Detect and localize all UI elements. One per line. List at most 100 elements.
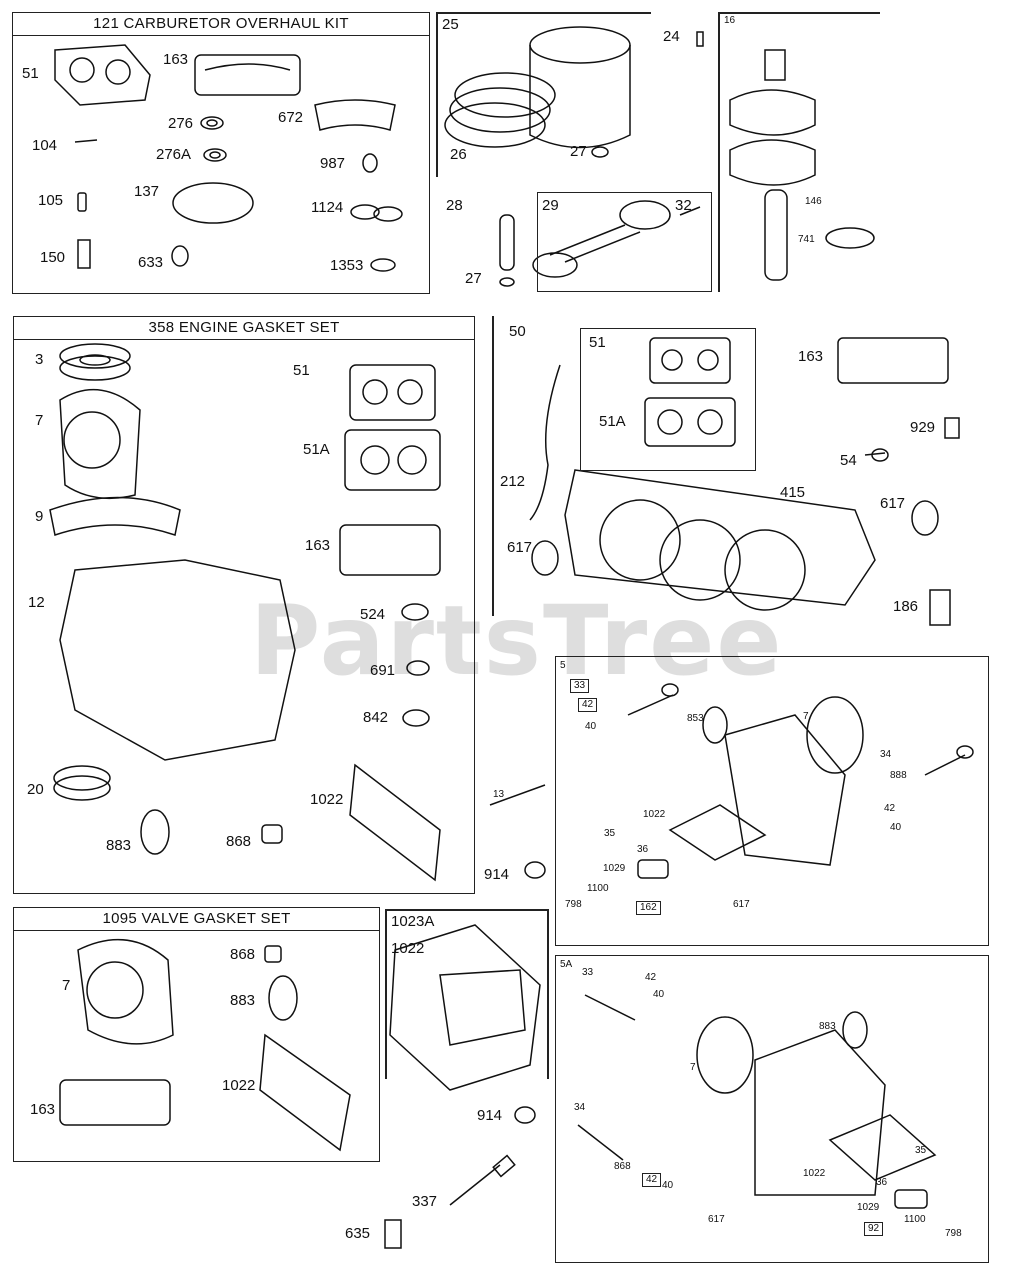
- callout-42-5a-box: 42: [642, 1173, 662, 1187]
- clip-27: [591, 146, 609, 158]
- manifold-gasket-box: [580, 328, 756, 471]
- callout-163-valve: 163: [30, 1101, 56, 1118]
- callout-868-valve: 868: [230, 946, 256, 963]
- callout-40-5a-box: 40: [662, 1180, 674, 1191]
- callout-617-left: 617: [507, 539, 533, 556]
- manifold-gasket-163: [837, 337, 949, 384]
- valve-part-868: [264, 945, 282, 963]
- callout-146: 146: [805, 196, 822, 207]
- callout-20: 20: [27, 781, 44, 798]
- head5-box: [555, 656, 989, 946]
- callout-42b: 42: [884, 803, 896, 814]
- callout-32: 32: [675, 197, 692, 214]
- seal-20: [53, 765, 111, 801]
- callout-883-engine: 883: [106, 837, 132, 854]
- callout-36-5a: 36: [876, 1177, 888, 1188]
- crank-frame-left: [718, 12, 720, 292]
- callout-798: 798: [565, 899, 582, 910]
- part-929: [944, 417, 960, 439]
- valve-cover-gasket-1022: [259, 1033, 351, 1152]
- callout-162: 162: [636, 901, 661, 915]
- intake-gasket-51a: [344, 429, 441, 491]
- oring-137: [172, 182, 254, 224]
- callout-888: 888: [890, 770, 907, 781]
- part-987: [362, 153, 378, 173]
- callout-36: 36: [637, 844, 649, 855]
- engine-gasket-set-box: 358 ENGINE GASKET SET: [13, 316, 475, 894]
- callout-7-5a: 7: [690, 1062, 696, 1073]
- callout-24: 24: [663, 28, 680, 45]
- callout-868-engine: 868: [226, 833, 252, 850]
- valve-33b: [584, 994, 636, 1021]
- wrist-pin-28: [499, 214, 515, 287]
- callout-28: 28: [446, 197, 463, 214]
- callout-33: 33: [570, 679, 590, 693]
- callout-691: 691: [370, 662, 396, 679]
- callout-883-5a: 883: [819, 1021, 836, 1032]
- part-635: [384, 1219, 402, 1249]
- callout-40-5a: 40: [653, 989, 665, 1000]
- oring-524: [401, 603, 429, 621]
- callout-51-engine: 51: [293, 362, 310, 379]
- part-1124: [350, 204, 403, 222]
- piston-frame-left: [436, 12, 438, 177]
- callout-1029-5a: 1029: [857, 1202, 880, 1213]
- cover-gasket-1022: [349, 763, 441, 882]
- intake-gasket-51: [349, 364, 436, 421]
- callout-1022-head5: 1022: [643, 809, 666, 820]
- valve-gasket-set-box: 1095 VALVE GASKET SET: [13, 907, 380, 1162]
- callout-1023a: 1023A: [391, 913, 435, 930]
- callout-42-5a: 42: [645, 972, 657, 983]
- callout-1029: 1029: [603, 863, 626, 874]
- callout-1022-valve: 1022: [222, 1077, 256, 1094]
- callout-137: 137: [134, 183, 160, 200]
- valve-34b: [577, 1124, 624, 1161]
- head-gasket-7: [59, 388, 141, 500]
- part-1029: [637, 859, 669, 879]
- callout-929: 929: [910, 419, 936, 436]
- part-150: [77, 239, 91, 269]
- callout-7-head5: 7: [803, 711, 809, 722]
- callout-105: 105: [38, 192, 64, 209]
- callout-51-manifold: 51: [589, 334, 606, 351]
- callout-914: 914: [484, 866, 510, 883]
- callout-16: 16: [724, 15, 736, 26]
- spark-plug-337: [449, 1154, 516, 1206]
- valve-34: [924, 745, 974, 776]
- callout-42: 42: [578, 698, 598, 712]
- callout-1353: 1353: [330, 257, 364, 274]
- bolt-13: [489, 784, 546, 806]
- callout-524: 524: [360, 606, 386, 623]
- callout-1100-5a: 1100: [904, 1214, 926, 1225]
- callout-987: 987: [320, 155, 346, 172]
- callout-163: 163: [163, 51, 189, 68]
- manifold-gasket-51a: [644, 397, 736, 447]
- callout-186: 186: [893, 598, 919, 615]
- cover-frame-right: [547, 909, 549, 1079]
- crank-frame-top: [718, 12, 880, 14]
- crankcase-gasket-12: [59, 559, 296, 761]
- gasket-672: [314, 99, 396, 131]
- callout-798-5a: 798: [945, 1228, 962, 1239]
- callout-35: 35: [604, 828, 616, 839]
- cover-gasket-1022c: [828, 1114, 937, 1181]
- callout-1022-cover: 1022: [391, 940, 425, 957]
- callout-13: 13: [493, 789, 505, 800]
- carb-gasket-51: [54, 44, 151, 106]
- callout-868-5a: 868: [614, 1161, 631, 1172]
- callout-27b: 27: [465, 270, 482, 287]
- part-914b: [514, 1106, 536, 1124]
- pin-104: [74, 139, 98, 143]
- conrod-box: [537, 192, 712, 292]
- callout-7-valve: 7: [62, 977, 71, 994]
- crankshaft: [729, 49, 875, 281]
- callout-7: 7: [35, 412, 44, 429]
- cover-frame-left: [385, 909, 387, 1079]
- callout-34-5a: 34: [574, 1102, 586, 1113]
- valve-cover-1023a: [389, 924, 541, 1091]
- gasket-163: [339, 524, 441, 576]
- callout-617-right: 617: [880, 495, 906, 512]
- callout-415: 415: [780, 484, 806, 501]
- callout-633: 633: [138, 254, 164, 271]
- callout-914-cover: 914: [477, 1107, 503, 1124]
